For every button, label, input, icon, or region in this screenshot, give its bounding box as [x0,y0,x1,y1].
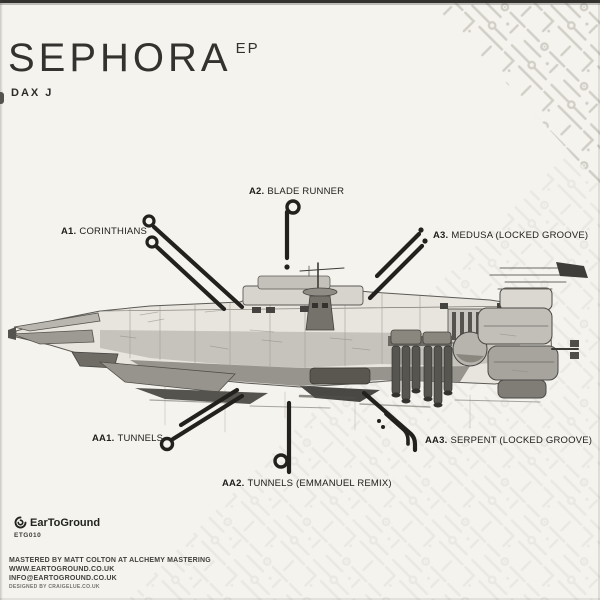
album-title-text: SEPHORA [8,36,232,80]
ship-ground-shadow [149,394,541,409]
ship-superstructure [242,275,505,313]
ship-grille-section [447,308,491,367]
track-label-aa2: AA2.TUNNELS (EMMANUEL REMIX) [222,478,392,489]
ear-swirl-icon [14,516,27,529]
record-label-logo: EarToGround [14,516,100,529]
credits-block: MASTERED BY MATT COLTON AT ALCHEMY MASTE… [9,556,211,583]
construction-lines [164,384,471,433]
callout-aa3 [361,390,418,453]
circuit-pattern-topright [430,0,600,185]
track-label-aa1: AA1.TUNNELS [92,433,163,444]
track-title: TUNNELS (EMMANUEL REMIX) [247,478,392,489]
ship-belly-details [300,367,380,402]
track-title: BLADE RUNNER [267,186,345,197]
ship-left-fin [98,361,268,404]
callout-aa2 [273,400,292,475]
label-website: WWW.EARTOGROUND.CO.UK [9,566,115,573]
track-id: A1. [61,226,77,237]
callout-a3 [367,227,428,301]
scan-blemish [0,92,4,104]
track-label-aa3: AA3.SERPENT (LOCKED GROOVE) [425,435,592,446]
design-credit: DESIGNED BY CRAIGELUE.CO.UK [9,584,100,590]
ship-top-right-spikes [489,262,588,290]
ship-engine-pods [388,329,453,408]
artist-name: DAX J [11,87,54,99]
track-title: MEDUSA (LOCKED GROOVE) [451,230,589,241]
track-id: A2. [249,186,265,197]
track-id: A3. [433,230,449,241]
track-label-a3: A3.MEDUSA (LOCKED GROOVE) [433,230,588,241]
track-id: AA3. [425,435,448,446]
track-title: TUNNELS [117,433,164,444]
dj-mark-icon [273,453,289,469]
track-label-a1: A1.CORINTHIANS [61,226,147,237]
label-email: INFO@EARTOGROUND.CO.UK [9,575,117,582]
track-id: AA2. [222,478,245,489]
callout-a1 [142,214,245,312]
ship-nose [8,312,119,369]
scan-edge-top [0,0,600,3]
label-name: EarToGround [30,516,101,529]
callout-aa1 [159,387,245,452]
callout-a2 [284,199,301,270]
scan-edge-left [0,0,3,600]
mastering-credit: MASTERED BY MATT COLTON AT ALCHEMY MASTE… [9,557,211,564]
track-title: SERPENT (LOCKED GROOVE) [450,435,593,446]
circuit-pattern-bottom-faint [128,120,600,600]
ship-mast-antenna [299,262,345,331]
sketch-hatching [119,309,529,373]
catalog-number: ETG010 [14,532,42,539]
ship-hull [15,287,553,388]
scan-edge-top-shadow [0,3,600,5]
album-title-suffix: EP [235,40,260,57]
track-id: AA1. [92,433,115,444]
ship-right-section [477,287,579,399]
track-label-a2: A2.BLADE RUNNER [249,186,344,197]
scan-edge-right [598,0,600,600]
scan-edge-bottom [0,598,600,600]
track-title: CORINTHIANS [79,226,148,237]
